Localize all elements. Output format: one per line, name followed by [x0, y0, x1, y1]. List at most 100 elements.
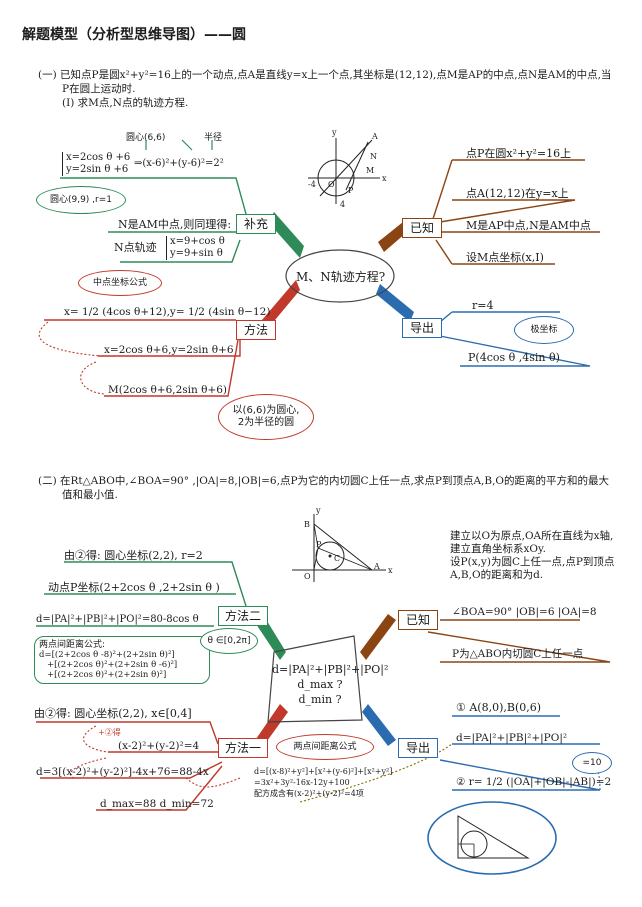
known1-item-2: 点A(12,12)在y=x上: [466, 187, 569, 200]
problem-1-line-3: (Ⅰ) 求M点,N点的轨迹方程.: [62, 97, 189, 109]
graph1-o-label: O: [328, 180, 335, 189]
supp-param2-x: x=9+cos θ: [170, 236, 225, 247]
derive1-item-p: P(4cos θ ,4sin θ): [468, 351, 560, 364]
supp-text-n-midpoint: N是AM中点,则同理得:: [118, 218, 232, 231]
derive1-item-r: r=4: [472, 299, 494, 312]
graph1-neg4-label: -4: [308, 180, 316, 189]
node-method1[interactable]: 方法一: [218, 738, 268, 758]
graph2-p-label: P: [316, 540, 322, 549]
graph1-4-label: 4: [340, 200, 346, 209]
supp-param2-y: y=9+sin θ: [170, 248, 223, 259]
center-2-dmax: d_max ?: [297, 678, 343, 691]
method1b-note: +②得: [98, 728, 121, 737]
method1-item-3: M(2cos θ+6,2sin θ+6): [108, 384, 228, 396]
branch-method: [262, 280, 300, 326]
center-2-formula: d=|PA|²+|PB|²+|PO|²: [272, 663, 389, 676]
supp-param2: x=9+cos θ y=9+sin θ: [166, 236, 225, 260]
method1b-formula-line-2: =3x²+3y²-16x-12y+100: [254, 778, 350, 787]
method1b-formula-line-3: 配方成含有(x-2)²+(y-2)²=4项: [254, 789, 364, 798]
node-method2[interactable]: 方法二: [218, 606, 268, 626]
known1-item-4: 设M点坐标(x,I): [466, 251, 544, 264]
graph-triangle-part2: [292, 514, 386, 582]
cloud-midpoint-formula: 中点坐标公式: [78, 270, 162, 296]
center-2-dmin: d_min ?: [298, 693, 342, 706]
node-known-2[interactable]: 已知: [398, 610, 438, 630]
supp-param-y: y=2sin θ +6: [66, 164, 129, 175]
label-radius: 半径: [204, 133, 223, 143]
method1b-item-1: 由②得: 圆心坐标(2,2), x∈[0,4]: [34, 707, 192, 720]
known2-setup: 建立以O为原点,OA所在直线为x轴, 建立直角坐标系xOy. 设P(x,y)为圆…: [450, 530, 614, 582]
method1b-item-2: (x-2)²+(y-2)²=4: [118, 740, 200, 752]
graph2-a-label: A: [374, 562, 380, 571]
graph2-x-label: x: [388, 566, 393, 575]
method2-formula-line-1: d=[(2+2cos θ -8)²+(2+2sin θ)²]: [39, 650, 175, 660]
graph2-y-label: y: [316, 506, 321, 515]
method1-item-2: x=2cos θ+6,y=2sin θ+6: [104, 344, 234, 356]
method1b-item-4: d_max=88 d_min=72: [100, 798, 214, 810]
method2-item-2: 动点P坐标(2+2cos θ ,2+2sin θ ): [48, 581, 220, 594]
graph1-y-label: y: [332, 128, 337, 137]
known2-setup-line-3: 设P(x,y)为圆C上任一点,点P到顶点: [450, 556, 615, 568]
method2-formula-line-2: +[(2+2cos θ)²+(2+2sin θ -6)²]: [47, 660, 178, 670]
graph1-a-label: A: [372, 132, 378, 141]
center-question-1: M、N轨迹方程?: [296, 270, 386, 284]
method2-item-3: d=|PA|²+|PB|²+|PO|²=80-8cos θ: [36, 614, 199, 625]
node-supplement[interactable]: 补充: [236, 214, 276, 234]
cloud-circle-result-line-2: 2为半径的圆: [237, 417, 295, 428]
supp-result: ⇒(x-6)²+(y-6)²=2²: [134, 158, 224, 169]
problem-1-line-1: (一) 已知点P是圆x²+y²=16上的一个动点,点A是直线y=x上一个点,其坐…: [38, 69, 612, 81]
graph1-p-label: P: [348, 186, 354, 195]
branch-derive: [376, 284, 414, 322]
graph2-c-label: C: [334, 554, 341, 563]
known1-item-3: M是AP中点,N是AM中点: [466, 219, 591, 232]
derive2-item-2: d=|PA|²+|PB|²+|PO|²: [456, 732, 568, 744]
derive2-item-3: ② r= 1/2 (|OA|+|OB|-|AB|)=2: [456, 776, 612, 788]
known2-item-1: ∠BOA=90° |OB|=6 |OA|=8: [452, 606, 597, 618]
known2-setup-line-1: 建立以O为原点,OA所在直线为x轴,: [450, 530, 614, 542]
node-derive-1[interactable]: 导出: [402, 318, 442, 338]
problem-1: (一) 已知点P是圆x²+y²=16上的一个动点,点A是直线y=x上一个点,其坐…: [38, 68, 628, 110]
problem-2-line-2: 值和最小值.: [62, 489, 118, 501]
problem-1-line-2: P在圆上运动时.: [62, 83, 136, 95]
derive2-item-1: ① A(8,0),B(0,6): [456, 701, 542, 714]
graph-circle-part1: [308, 138, 380, 204]
supp-param-x: x=2cos θ +6: [66, 152, 131, 163]
problem-2-line-1: (二) 在Rt△ABO中,∠BOA=90° ,|OA|=8,|OB|=6,点P为…: [38, 475, 610, 487]
supp-text-n-trajectory: N点轨迹: [114, 241, 157, 254]
label-circle-center: 圆心(6,6): [126, 133, 166, 143]
method1b-formula-line-1: d=[(x-8)²+y²]+[x²+(y-6)²]+[x²+y²]: [254, 767, 393, 776]
graph1-n-label: N: [370, 152, 377, 161]
center-blob: [285, 249, 395, 303]
cloud-circle-result: 以(6,6)为圆心, 2为半径的圆: [218, 394, 314, 440]
problem-2: (二) 在Rt△ABO中,∠BOA=90° ,|OA|=8,|OB|=6,点P为…: [38, 474, 628, 502]
known2-item-2: P为△ABO内切圆C上任一点: [452, 648, 584, 660]
center-question-2: d=|PA|²+|PB|²+|PO|² d_max ? d_min ?: [272, 662, 389, 707]
graph1-m-label: M: [366, 166, 375, 175]
cloud-circle-result-line-1: 以(6,6)为圆心,: [232, 405, 300, 416]
method2-formula-title: 两点间距离公式:: [39, 640, 106, 650]
cloud-distance-formula: 两点间距离公式: [276, 734, 374, 760]
known1-item-1: 点P在圆x²+y²=16上: [466, 147, 572, 160]
cloud-triangle-figure: [427, 801, 557, 875]
method1b-item-3: d=3[(x-2)²+(y-2)²]-4x+76=88-4x: [36, 766, 209, 778]
cloud-ab-10: =10: [572, 752, 612, 774]
method2-formula-line-3: +[(2+2cos θ)²+(2+2sin θ)²]: [47, 670, 167, 680]
node-method-1[interactable]: 方法: [236, 320, 276, 340]
known2-setup-line-4: A,B,O的距离和为d.: [450, 569, 544, 581]
known2-setup-line-2: 建立直角坐标系xOy.: [450, 543, 546, 555]
graph1-x-label: x: [382, 174, 387, 183]
method2-item-1: 由②得: 圆心坐标(2,2), r=2: [64, 549, 203, 562]
cloud-polar: 极坐标: [514, 316, 574, 344]
branch-supplement: [268, 212, 304, 258]
supp-param-eq: x=2cos θ +6 y=2sin θ +6: [62, 152, 130, 176]
cloud-theta-range: θ ∈[0,2π]: [200, 628, 258, 654]
node-derive-2[interactable]: 导出: [398, 738, 438, 758]
graph2-b-label: B: [304, 520, 310, 529]
method1b-formula: d=[(x-8)²+y²]+[x²+(y-6)²]+[x²+y²] =3x²+3…: [254, 766, 392, 799]
graph2-o-label: O: [304, 572, 311, 581]
node-known-1[interactable]: 已知: [402, 218, 442, 238]
method2-formula-box: 两点间距离公式: d=[(2+2cos θ -8)²+(2+2sin θ)²] …: [34, 636, 210, 684]
cloud-center-99: 圆心(9,9) ,r=1: [36, 186, 126, 214]
page-title: 解题模型（分析型思维导图）——圆: [22, 27, 246, 43]
